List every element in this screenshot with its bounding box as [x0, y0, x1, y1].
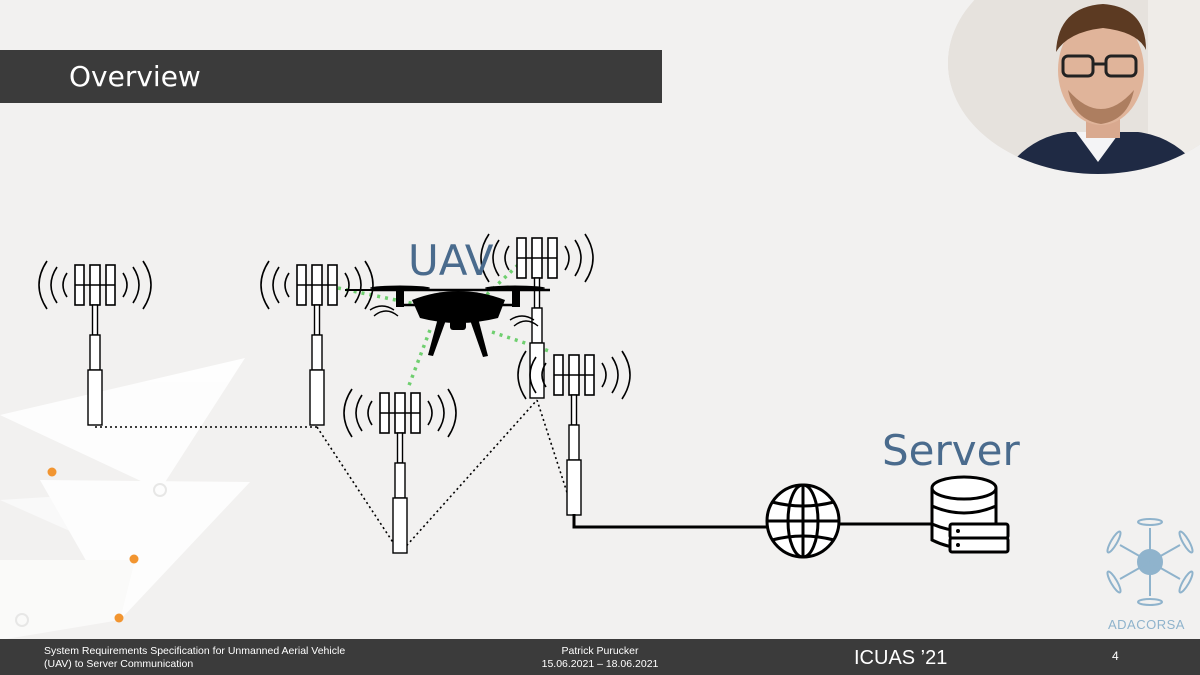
globe-icon	[765, 483, 841, 559]
cell-tower	[260, 260, 374, 426]
footer-title-line-1: System Requirements Specification for Un…	[44, 645, 346, 657]
uav-label: UAV	[408, 236, 494, 285]
decorative-background-shapes	[0, 358, 250, 640]
uav-links	[337, 263, 553, 389]
slide-title: Overview	[69, 60, 201, 93]
title-bar: Overview	[0, 50, 662, 103]
footer-dates: 15.06.2021 – 18.06.2021	[541, 658, 659, 670]
cell-tower	[343, 388, 457, 554]
server-label: Server	[882, 426, 1020, 475]
orange-dot	[114, 613, 124, 623]
footer-title-line-2: (UAV) to Server Communication	[44, 658, 194, 670]
internet-link	[572, 514, 935, 529]
drone-icon	[345, 285, 550, 357]
footer-page-number: 4	[1112, 649, 1119, 663]
footer-author: Patrick Purucker	[561, 645, 639, 657]
footer-conference: ICUAS ’21	[854, 647, 948, 669]
tower-links	[95, 399, 575, 554]
footer-document-title: System Requirements Specification for Un…	[44, 645, 345, 671]
adacorsa-logo	[1106, 518, 1194, 606]
orange-dot	[129, 554, 139, 564]
orange-dot	[47, 467, 57, 477]
footer-bar: System Requirements Specification for Un…	[0, 639, 1200, 675]
adacorsa-logo-text: ADACORSA	[1108, 617, 1185, 632]
server-database-icon	[930, 475, 1010, 554]
footer-author-block: Patrick Purucker 15.06.2021 – 18.06.2021	[520, 645, 680, 671]
